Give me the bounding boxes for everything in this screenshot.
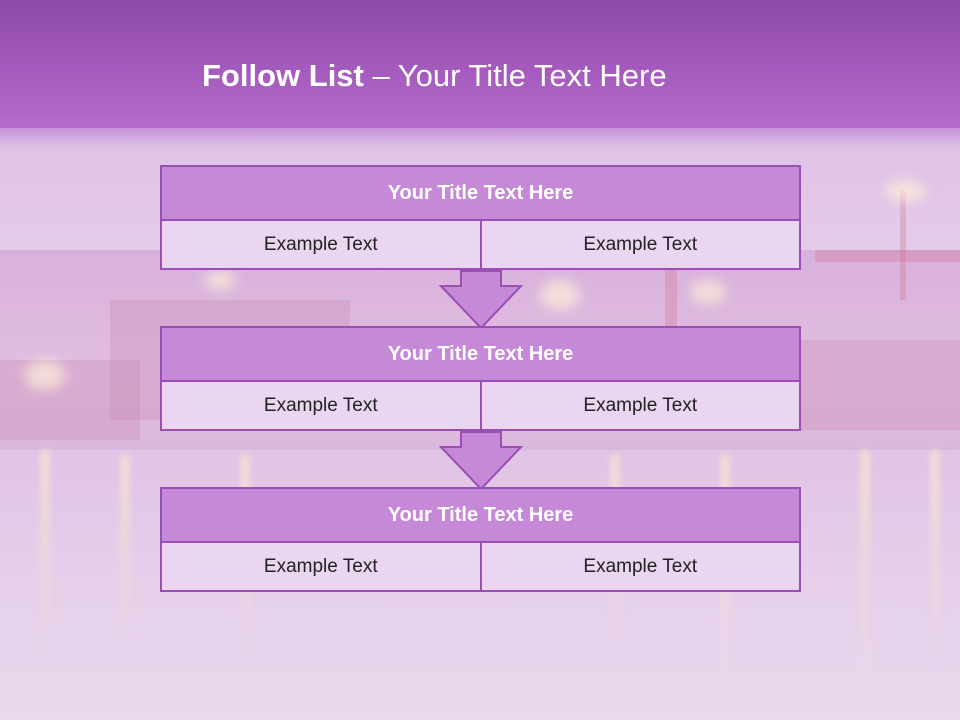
down-arrow-icon: [439, 431, 523, 491]
background-light: [205, 270, 235, 290]
step-block-2: Your Title Text Here Example Text Exampl…: [160, 326, 801, 431]
step-block-1: Your Title Text Here Example Text Exampl…: [160, 165, 801, 270]
background-reflection: [860, 450, 870, 690]
step-cell-right: Example Text: [481, 543, 801, 592]
background-light: [25, 360, 65, 390]
slide-title-rest: – Your Title Text Here: [363, 58, 667, 93]
step-block-3: Your Title Text Here Example Text Exampl…: [160, 487, 801, 592]
background-reflection: [120, 455, 130, 655]
step-title: Your Title Text Here: [160, 326, 801, 382]
down-arrow-icon: [439, 270, 523, 330]
background-crane-arm: [815, 250, 960, 262]
background-lamp-post: [900, 190, 906, 300]
step-row: Example Text Example Text: [160, 221, 801, 270]
step-title: Your Title Text Here: [160, 487, 801, 543]
step-row: Example Text Example Text: [160, 543, 801, 592]
step-row: Example Text Example Text: [160, 382, 801, 431]
step-cell-right: Example Text: [481, 221, 801, 270]
slide-title-bold: Follow List: [202, 58, 364, 93]
background-containers: [800, 340, 960, 430]
step-cell-left: Example Text: [160, 221, 482, 270]
step-cell-right: Example Text: [481, 382, 801, 431]
background-light: [540, 280, 580, 310]
background-reflection: [930, 450, 940, 670]
background-light: [690, 280, 726, 304]
step-title: Your Title Text Here: [160, 165, 801, 221]
step-cell-left: Example Text: [160, 382, 482, 431]
background-light: [885, 180, 925, 202]
background-building: [0, 360, 140, 440]
title-banner: [0, 0, 960, 128]
background-reflection: [40, 450, 50, 670]
slide-title: Follow List – Your Title Text Here: [202, 54, 667, 98]
step-cell-left: Example Text: [160, 543, 482, 592]
title-banner-fade: [0, 118, 960, 148]
